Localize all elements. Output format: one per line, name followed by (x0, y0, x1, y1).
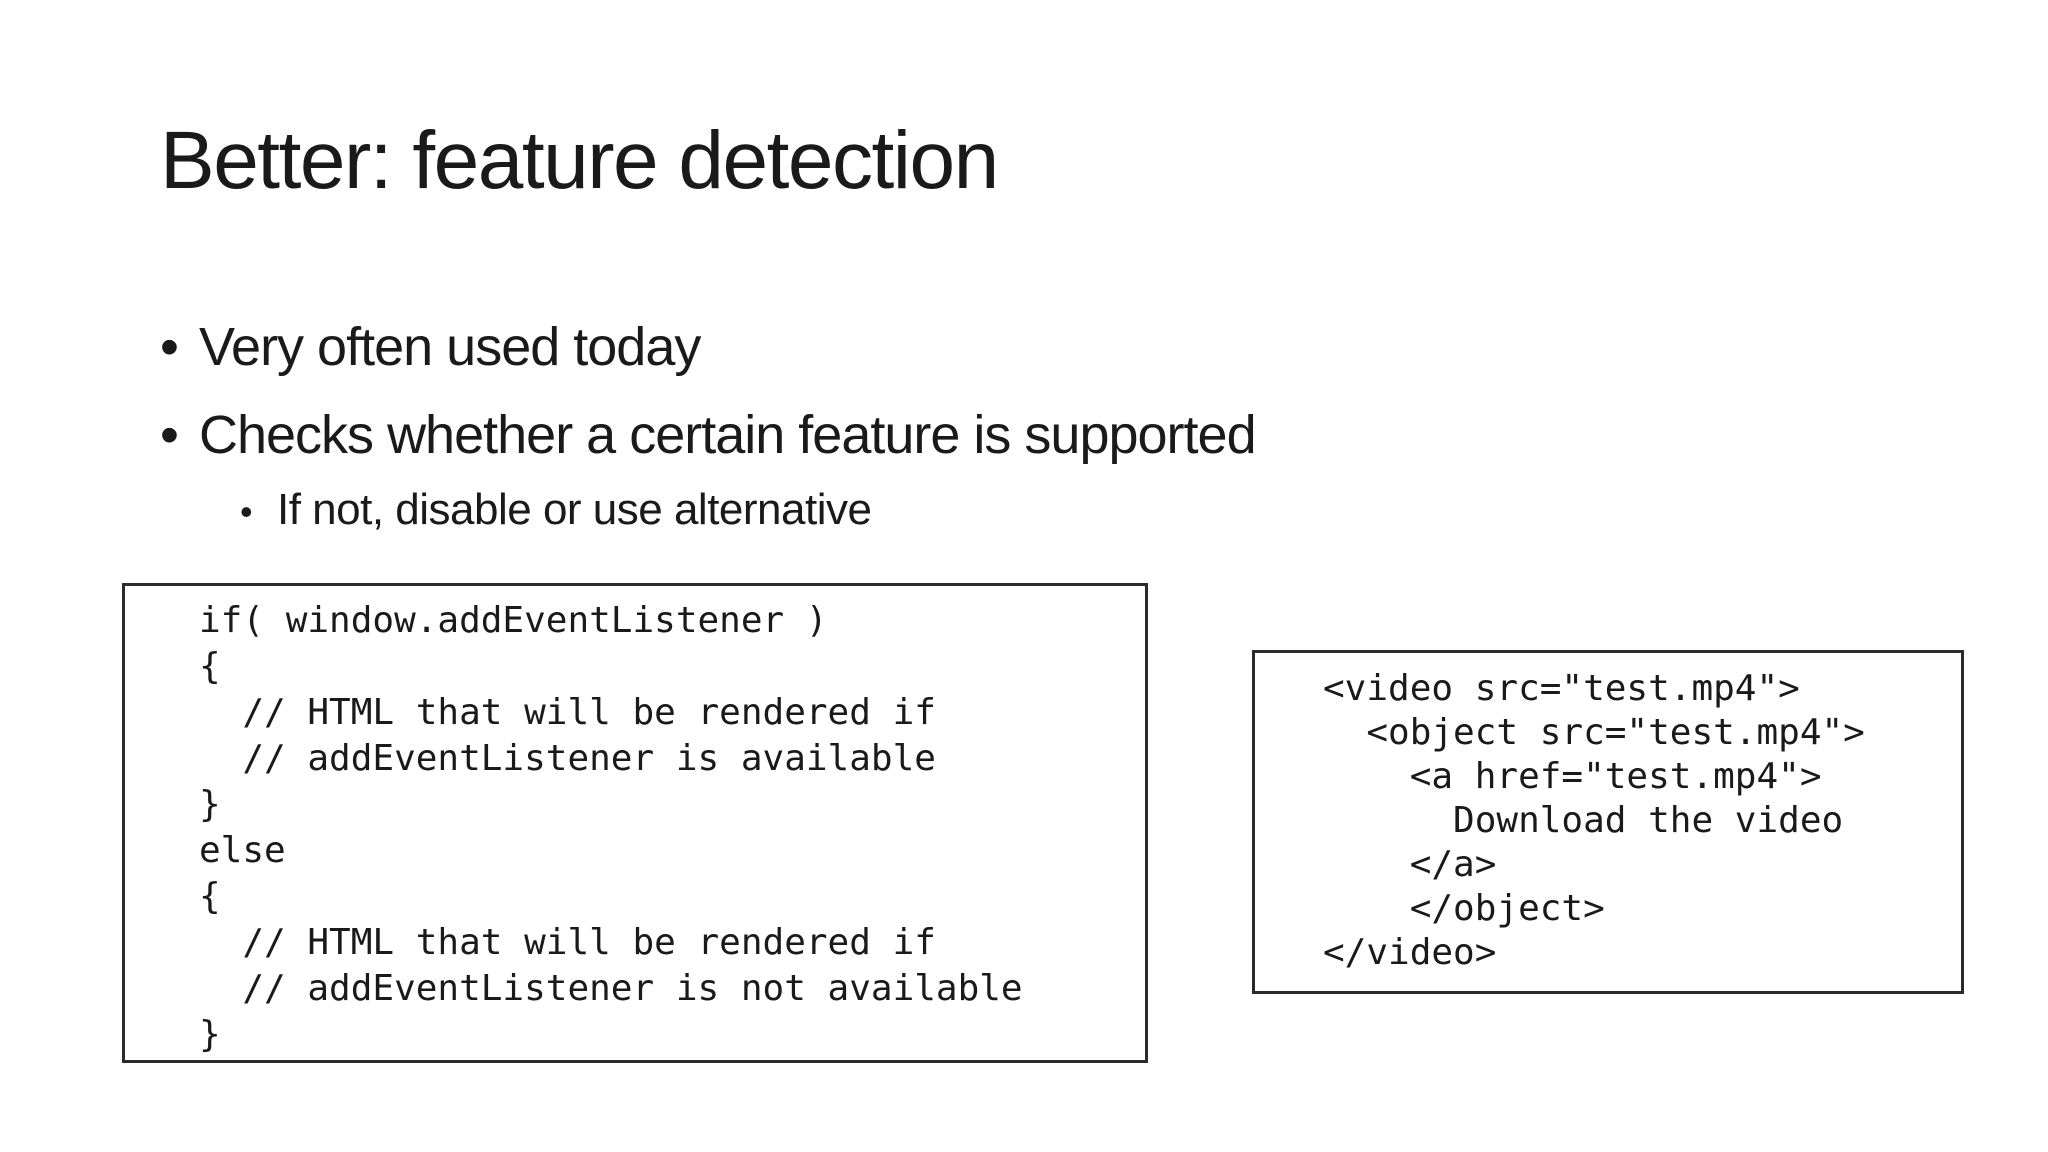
slide-title: Better: feature detection (160, 115, 999, 206)
code-box-video-fallback: <video src="test.mp4"> <object src="test… (1252, 650, 1964, 994)
bullet-text-1: Very often used today (199, 317, 701, 377)
bullet-text-3: If not, disable or use alternative (277, 485, 872, 534)
bullet-item-1: • Very often used today (160, 312, 701, 382)
bullet-item-2: • Checks whether a certain feature is sup… (160, 400, 1257, 470)
bullet-text-2: Checks whether a certain feature is supp… (199, 405, 1257, 465)
bullet-marker: • (240, 491, 253, 532)
bullet-item-3-sub: • If not, disable or use alternative (240, 481, 872, 538)
bullet-marker: • (160, 405, 179, 465)
bullet-marker: • (160, 317, 179, 377)
code-box-feature-detection: if( window.addEventListener ) { // HTML … (122, 583, 1148, 1063)
